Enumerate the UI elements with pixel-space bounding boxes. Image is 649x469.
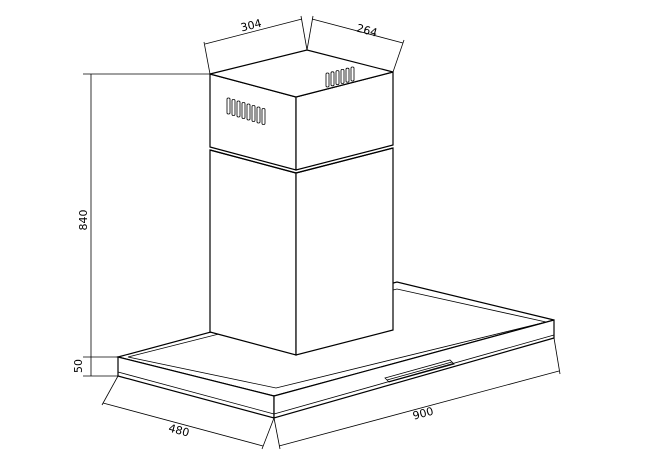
dimension-line [311,18,404,44]
vent-slot [350,66,355,82]
dimension-chimney-width: 304 [203,15,308,75]
vent-slot [246,103,251,121]
vent-slot [251,105,256,122]
dimension-label-50: 50 [72,359,85,373]
vent-slot [256,106,261,124]
vent-slots-right [325,66,355,88]
dimension-chimney-depth: 264 [306,15,405,73]
vent-slot [340,69,345,84]
extension-line [273,417,281,450]
dimension-label-480: 480 [167,422,191,440]
vent-slot [236,100,241,118]
extension-line [261,417,275,450]
extension-line [306,15,314,51]
canopy-edge-line [117,371,275,415]
canopy-edge-line [273,334,555,415]
lower-chimney-left-face [209,149,297,356]
lower-chimney-top-edge [295,147,394,174]
dimension-label-900: 900 [411,405,435,423]
vent-slot [231,99,236,116]
dimension-height: 840 [77,73,210,358]
dimension-canopy-thickness: 50 [72,357,118,377]
dimension-label-304: 304 [239,17,263,35]
control-panel-line [386,361,453,381]
dimension-label-840: 840 [77,210,90,231]
dimension-hood-width: 900 [273,337,561,450]
vent-slot [261,108,266,125]
lower-chimney-top-edge [209,149,297,174]
lower-chimney-right-face [295,147,394,356]
extension-line [203,41,211,75]
dimension-line [204,18,303,45]
vent-slots-left [226,97,266,125]
extension-line [553,337,561,375]
dimension-hood-depth: 480 [101,375,275,450]
vent-slot [226,97,231,115]
upper-chimney [209,49,394,171]
dimension-line [102,402,264,447]
vent-slot [345,67,350,83]
vent-slot [330,71,335,87]
vent-slot [325,72,330,88]
dimension-line [278,370,560,447]
extension-line [101,375,119,406]
vent-slot [335,70,340,85]
vent-slot [241,102,246,119]
extension-line [392,39,405,73]
lower-chimney [209,147,394,356]
dimension-label-264: 264 [355,22,379,40]
extension-line [300,15,308,51]
control-panel [384,359,455,383]
